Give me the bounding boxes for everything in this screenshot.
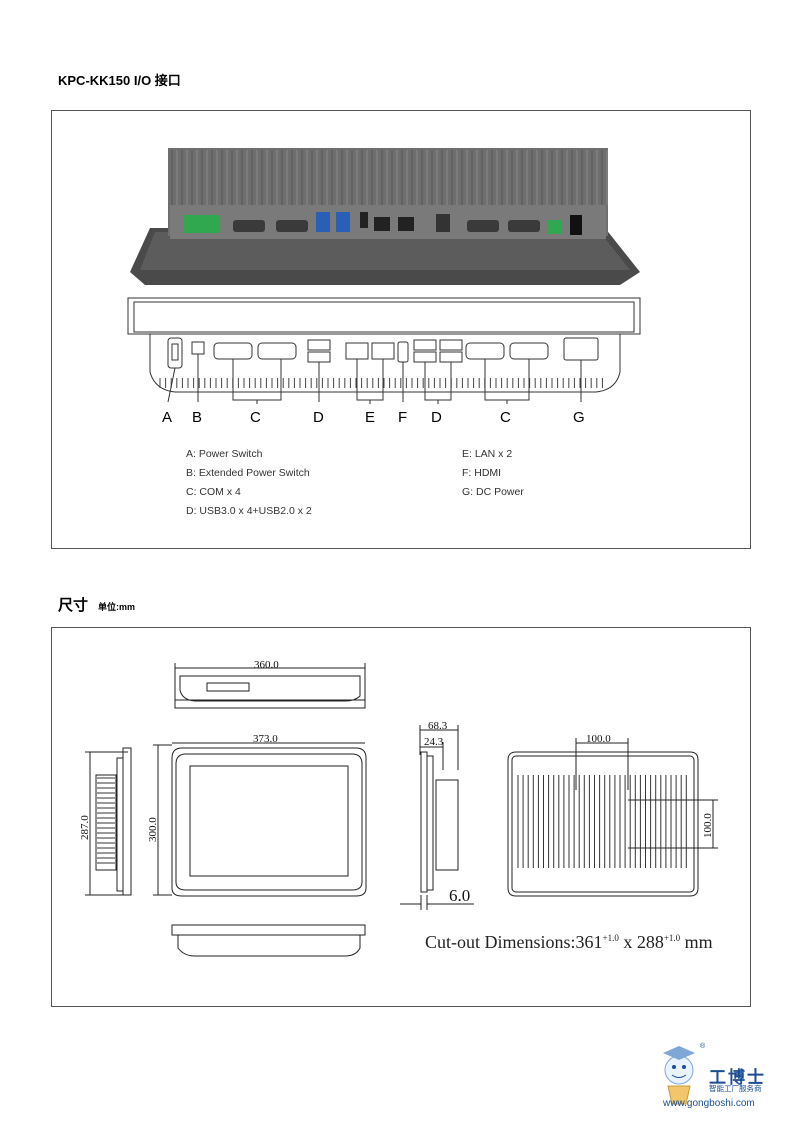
dim-side-height: 287.0	[79, 815, 91, 840]
dimension-drawings	[85, 663, 718, 957]
dim-depth: 68.3	[428, 720, 448, 732]
dim-bezel-thickness: 6.0	[449, 886, 470, 905]
dim-rear-spacing-h: 100.0	[586, 733, 611, 745]
gongboshi-mascot-logo	[663, 1046, 695, 1105]
cutout-width-tolerance: +1.0	[602, 933, 619, 943]
io-label-b: B	[192, 409, 202, 426]
cutout-dimensions: Cut-out Dimensions:361+1.0 x 288+1.0 mm	[425, 932, 713, 953]
io-label-d1: D	[313, 409, 324, 426]
io-letters: A B C D E F D C G	[162, 409, 585, 426]
rear-panel-drawing	[127, 297, 641, 404]
registered-mark: ®	[700, 1043, 706, 1050]
dim-bezel-depth: 24.3	[424, 736, 444, 748]
io-label-g: G	[573, 409, 585, 426]
dim-front-height: 300.0	[147, 817, 159, 842]
io-label-d2: D	[431, 409, 442, 426]
dimension-title-text: 尺寸	[58, 597, 89, 614]
brand-name: 工博士	[709, 1068, 766, 1088]
io-label-c1: C	[250, 409, 261, 426]
dim-rear-spacing-v: 100.0	[702, 813, 714, 838]
io-figure-frame	[51, 110, 751, 549]
io-label-f: F	[398, 409, 407, 426]
legend-c: C: COM x 4	[186, 486, 241, 498]
cutout-height: 288	[636, 932, 664, 952]
legend-a: A: Power Switch	[186, 448, 263, 460]
io-label-a: A	[162, 409, 172, 426]
dimension-labels: 360.0 373.0 287.0 300.0 68.3 24.3 6.0 10…	[79, 659, 714, 905]
dim-front-width: 373.0	[253, 733, 278, 745]
legend-e: E: LAN x 2	[462, 448, 513, 460]
device-photo	[130, 148, 640, 285]
dim-top-width: 360.0	[254, 659, 279, 671]
cutout-label: Cut-out Dimensions:	[425, 932, 576, 952]
brand-tagline: 智能工厂服务商	[709, 1084, 762, 1093]
io-section-title: KPC-KK150 I/O 接口	[58, 73, 181, 88]
cutout-unit: mm	[680, 932, 713, 952]
cutout-width: 361	[575, 932, 603, 952]
io-label-c2: C	[500, 409, 511, 426]
cutout-times: x	[618, 932, 637, 952]
dimension-figure-frame	[51, 627, 751, 1007]
legend-d: D: USB3.0 x 4+USB2.0 x 2	[186, 505, 312, 517]
legend-b: B: Extended Power Switch	[186, 467, 310, 479]
legend-g: G: DC Power	[462, 486, 524, 498]
cutout-height-tolerance: +1.0	[663, 933, 681, 943]
io-label-e: E	[365, 409, 375, 426]
legend-f: F: HDMI	[462, 467, 502, 479]
brand-url: www.gongboshi.com	[663, 1098, 755, 1109]
dimension-unit: 单位:mm	[98, 602, 136, 612]
dimension-section-title: 尺寸单位:mm	[58, 594, 135, 615]
